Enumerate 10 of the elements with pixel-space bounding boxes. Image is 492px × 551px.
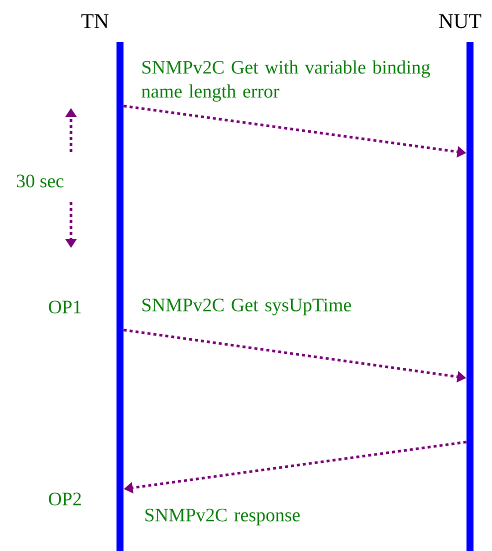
lifeline: NUT <box>439 14 482 551</box>
edge-label: SNMPv2C Get with variable binding name length error <box>142 60 430 102</box>
time-label: OP1 <box>48 300 81 314</box>
time-label: OP2 <box>48 492 81 506</box>
edge-label: SNMPv2C response <box>145 508 300 526</box>
node-label: TN <box>81 14 109 28</box>
node-label: NUT <box>439 14 482 28</box>
edge-label: SNMPv2C Get sysUpTime <box>142 298 351 316</box>
lifeline: TN <box>81 14 124 551</box>
time-label: 30 sec <box>16 174 64 188</box>
